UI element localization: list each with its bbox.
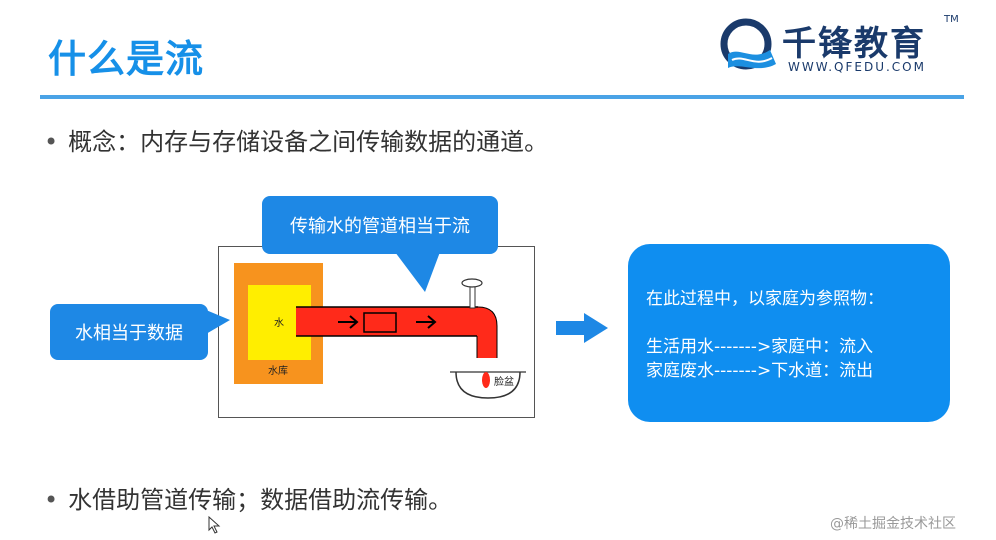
water-callout: 水相当于数据 xyxy=(50,304,208,360)
transition-arrow-icon xyxy=(556,313,608,343)
flow-arrow-left-icon xyxy=(338,315,359,329)
page-title: 什么是流 xyxy=(48,37,205,81)
basin: 脸盆 xyxy=(450,371,526,399)
bullet-concept-text: 概念：内存与存储设备之间传输数据的通道。 xyxy=(68,128,549,156)
pipe-bend-outline xyxy=(476,306,498,358)
bullet-summary: • 水借助管道传输；数据借助流传输。 xyxy=(44,480,452,515)
bullet-dot: • xyxy=(44,486,59,514)
logo-name: 千锋教育 xyxy=(782,24,926,64)
info-line-outflow: 家庭废水------->下水道：流出 xyxy=(646,361,874,381)
pipe-callout: 传输水的管道相当于流 xyxy=(262,196,498,254)
data-packet xyxy=(363,312,397,333)
logo-trademark: TM xyxy=(944,14,959,25)
bullet-concept: • 概念：内存与存储设备之间传输数据的通道。 xyxy=(44,122,548,157)
logo-q-icon xyxy=(720,18,776,70)
pipe-callout-pointer xyxy=(395,252,440,292)
mouse-cursor-icon xyxy=(208,516,221,534)
water-callout-pointer xyxy=(206,310,230,334)
info-line-reference: 在此过程中，以家庭为参照物： xyxy=(646,289,884,309)
bullet-summary-text: 水借助管道传输；数据借助流传输。 xyxy=(68,486,453,514)
info-line-inflow: 生活用水------->家庭中：流入 xyxy=(646,337,874,357)
brand-logo: 千锋教育 TM WWW.QFEDU.COM xyxy=(718,14,968,80)
water-drop xyxy=(482,372,490,388)
logo-url: WWW.QFEDU.COM xyxy=(788,60,926,74)
info-box: 在此过程中，以家庭为参照物： 生活用水------->家庭中：流入 家庭废水--… xyxy=(628,244,950,422)
watermark: @稀土掘金技术社区 xyxy=(830,516,956,532)
basin-label: 脸盆 xyxy=(494,375,514,388)
faucet-handle-icon xyxy=(461,278,483,309)
reservoir-label: 水库 xyxy=(268,364,288,377)
bullet-dot: • xyxy=(44,128,59,156)
flow-arrow-right-icon xyxy=(416,315,437,329)
water-label: 水 xyxy=(274,317,284,329)
header-divider xyxy=(40,95,964,99)
